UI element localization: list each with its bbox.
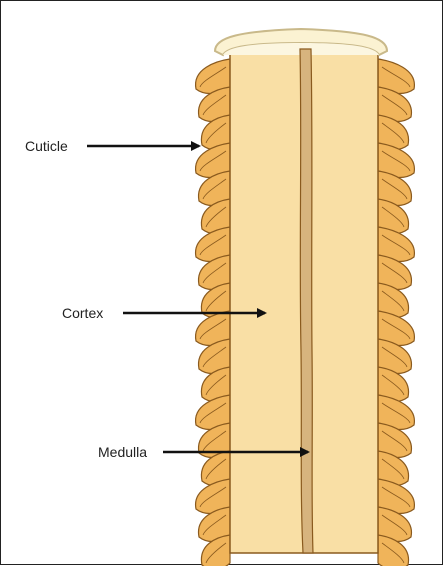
medulla-label: Medulla [98, 444, 147, 460]
cuticle-label: Cuticle [25, 138, 68, 154]
right-cuticle-scales [378, 59, 414, 566]
medulla-channel [300, 49, 313, 553]
cortex-label: Cortex [62, 305, 103, 321]
